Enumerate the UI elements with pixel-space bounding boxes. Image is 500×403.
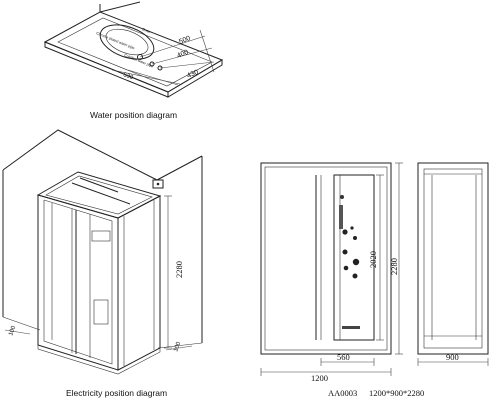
front-elevation-view: 2020 2280 560 1200 AA0003 1200*900*2280 — [260, 162, 424, 398]
control-knob-icon — [342, 229, 348, 235]
shower-tray-top — [43, 11, 224, 93]
cabin-base — [37, 345, 161, 375]
massage-jet-icon — [343, 265, 349, 271]
cabin-height-label: 2280 — [174, 261, 184, 278]
water-diagram-caption: Water position diagram — [90, 110, 177, 120]
floor-line — [157, 342, 203, 349]
shower-head-icon — [340, 195, 344, 199]
model-size: 1200*900*2280 — [369, 388, 424, 398]
water-inlet-icon — [149, 61, 155, 67]
hand-shower-rail — [339, 205, 343, 229]
side-outer-frame — [417, 162, 489, 355]
water-note: Cold/hot water pipe — [124, 53, 154, 68]
socket-hole-icon — [156, 182, 160, 186]
water-dim-label: 400 — [176, 49, 190, 60]
front-width-label: 1200 — [311, 373, 328, 383]
dimension-line — [139, 35, 206, 58]
offset-label: 100 — [173, 341, 182, 353]
model-code: AA0003 — [328, 388, 357, 398]
shower-column-panel — [333, 174, 375, 341]
offset-dimension-line — [4, 329, 31, 335]
water-dim-label: 500 — [178, 35, 192, 46]
floor-line — [2, 316, 41, 331]
drain-point-icon — [137, 54, 143, 60]
dimension-line — [151, 47, 213, 65]
outer-height-label: 2280 — [389, 258, 399, 275]
cabin-front-frame — [43, 199, 113, 365]
cabin-roof-inner — [45, 175, 153, 215]
room-ceiling-line — [156, 155, 203, 181]
offset-label: 100 — [8, 325, 17, 337]
electricity-position-diagram: 2280 100 100 Electricity position diagra… — [2, 129, 203, 398]
electric-socket-icon — [152, 179, 164, 189]
roof-light-bar — [79, 177, 119, 193]
cabin-roof — [36, 171, 162, 219]
bottom-dim-label: 560 — [337, 352, 350, 362]
water-note: Drain — [142, 27, 151, 34]
cabin-front-panel — [37, 194, 119, 371]
water-position-diagram: 500 430 400 530 Chrome plated water pipe… — [43, 1, 224, 120]
shower-tray-front-edge — [44, 41, 169, 98]
side-width-label: 900 — [446, 352, 459, 362]
dimension-line — [111, 69, 181, 85]
dimension-line — [159, 61, 215, 69]
side-inner-frame — [423, 168, 483, 349]
wall-top-line — [99, 1, 141, 13]
water-dim-label: 430 — [186, 69, 200, 80]
massage-jet-icon — [342, 249, 348, 255]
shower-tray-side-edge — [167, 59, 223, 98]
lower-panel — [93, 299, 109, 325]
water-dim-label: 530 — [122, 72, 134, 81]
side-elevation-view: 900 — [417, 162, 489, 366]
dimension-line — [127, 69, 179, 86]
control-panel — [91, 230, 111, 242]
front-inner-frame — [264, 166, 388, 351]
tray-basin-inner — [105, 28, 149, 56]
front-outer-frame — [260, 162, 392, 355]
offset-dimension-line — [165, 345, 193, 351]
electricity-diagram-caption: Electricity position diagram — [66, 388, 167, 398]
inner-height-label: 2020 — [368, 251, 378, 268]
massage-jet-icon — [352, 258, 360, 266]
dimension-line — [199, 29, 215, 73]
foot-jet-strip — [342, 326, 360, 329]
control-knob-icon — [353, 236, 357, 240]
room-ceiling-line — [2, 129, 158, 181]
control-knob-icon — [350, 226, 354, 230]
tray-basin-outline — [99, 24, 155, 60]
roof-light-bar — [71, 182, 131, 205]
massage-jet-icon — [352, 273, 358, 279]
